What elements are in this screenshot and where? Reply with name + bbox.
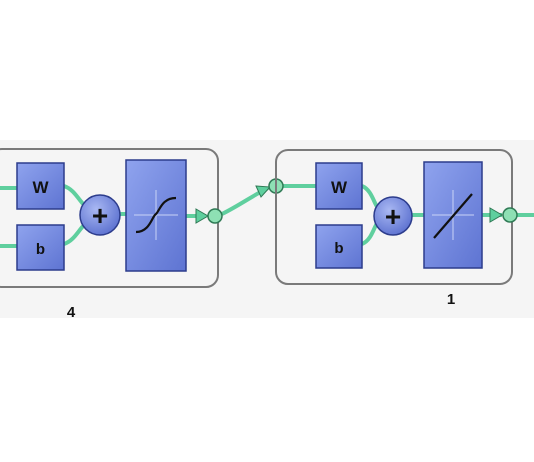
layer-2-bias-label: b (334, 240, 343, 257)
layer-1-weight-block (16, 162, 65, 210)
layer-1-bias-label: b (36, 241, 45, 258)
layer-1-weight-label: W (32, 178, 49, 197)
layer-1-size-label: 4 (67, 304, 76, 321)
layer-2-weight-block (315, 162, 363, 210)
layer-2-bias-block (315, 224, 363, 269)
l2-output-arrowhead (489, 207, 503, 223)
layer-1-sum-symbol: + (92, 200, 108, 231)
layer-2-weight-label: W (331, 178, 348, 197)
l1-output-arrowhead (195, 208, 209, 224)
linear-line-icon (433, 193, 473, 239)
sigmoid-curve-icon (135, 196, 177, 234)
inter-layer-arrowhead (255, 185, 272, 198)
layer-1-bias-block (16, 224, 65, 271)
layer-2-size-label: 1 (447, 291, 455, 308)
layer-1-output-node (207, 208, 223, 224)
layer-2-sum-node (373, 196, 413, 236)
layer-2-output-node (502, 207, 518, 223)
layer-2-sum-symbol: + (385, 201, 401, 232)
layer-1-sum-node (79, 194, 121, 236)
